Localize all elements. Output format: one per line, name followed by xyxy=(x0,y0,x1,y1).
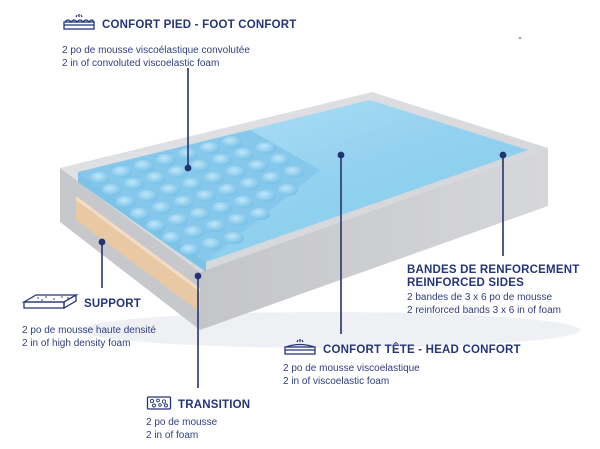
support-heading: SUPPORT xyxy=(21,292,156,315)
support-desc-fr: 2 po de mousse haute densité xyxy=(22,325,156,336)
support-foam-icon xyxy=(21,292,79,315)
foot-comfort-title: CONFORT PIED - FOOT CONFORT xyxy=(102,18,297,31)
head-comfort-callout: CONFORT TÊTE - HEAD CONFORT 2 po de mous… xyxy=(283,338,521,388)
transition-foam-icon xyxy=(146,395,172,414)
foot-comfort-desc-en: 2 in of convoluted viscoelastic foam xyxy=(62,57,220,69)
leader-lines xyxy=(98,68,507,388)
transition-title: TRANSITION xyxy=(178,398,251,411)
transition-foam-top-edge xyxy=(76,196,200,292)
reinforced-sides-callout: BANDES DE RENFORCEMENT REINFORCED SIDES … xyxy=(407,264,579,317)
head-foam-edge xyxy=(78,172,206,272)
support-desc-en: 2 in of high density foam xyxy=(22,337,131,349)
foot-comfort-desc-fr: 2 po de mousse viscoélastique convolutée xyxy=(62,45,250,56)
foot-comfort-callout: CONFORT PIED - FOOT CONFORT 2 po de mous… xyxy=(62,13,297,70)
head-comfort-desc-fr: 2 po de mousse viscoelastique xyxy=(283,363,420,374)
reinforced-sides-heading-en: REINFORCED SIDES xyxy=(407,277,524,289)
reinforced-sides-heading-fr: BANDES DE RENFORCEMENT xyxy=(407,264,580,276)
convoluted-foam-icon xyxy=(62,13,96,36)
transition-desc-en: 2 in of foam xyxy=(146,429,199,441)
transition-foam-layer xyxy=(76,200,200,312)
head-comfort-title: CONFORT TÊTE - HEAD CONFORT xyxy=(323,343,521,356)
transition-heading: TRANSITION xyxy=(146,395,250,414)
head-comfort-desc-en: 2 in of viscoelastic foam xyxy=(283,375,390,387)
reinforced-sides-desc-en: 2 reinforced bands 3 x 6 in of foam xyxy=(407,304,561,316)
decorative-dot xyxy=(518,36,522,40)
foot-comfort-heading: CONFORT PIED - FOOT CONFORT xyxy=(62,13,297,36)
support-callout: SUPPORT 2 po de mousse haute densité 2 i… xyxy=(21,292,156,350)
support-title: SUPPORT xyxy=(84,297,141,310)
head-foam-icon xyxy=(283,338,317,361)
convoluted-foam-bumps xyxy=(78,130,320,262)
transition-desc-fr: 2 po de mousse xyxy=(146,417,218,428)
mattress-front-side xyxy=(200,148,548,330)
reinforced-sides-desc-fr: 2 bandes de 3 x 6 po de mousse xyxy=(407,292,553,303)
transition-callout: TRANSITION 2 po de mousse 2 in of foam xyxy=(146,395,250,442)
head-comfort-heading: CONFORT TÊTE - HEAD CONFORT xyxy=(283,338,521,361)
